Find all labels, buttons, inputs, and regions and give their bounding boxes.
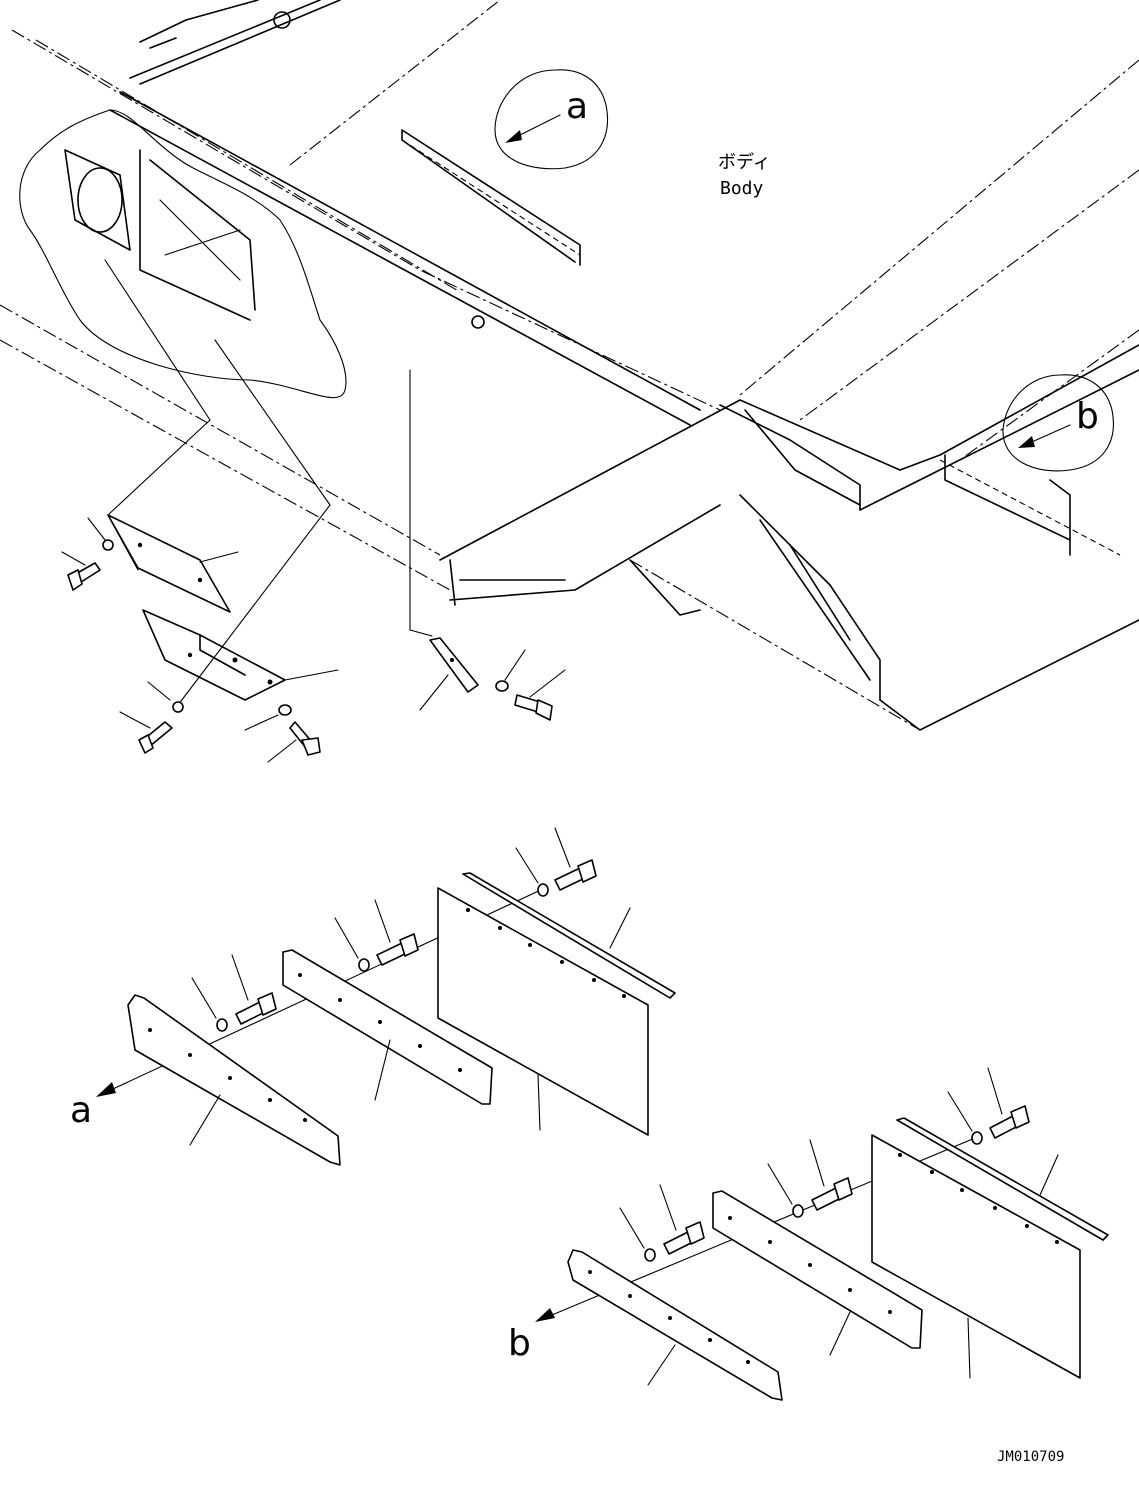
detail-b: b [508, 1067, 1109, 1401]
cover-plate-upper [107, 419, 239, 613]
callout-a-label: a [566, 86, 588, 127]
callout-b-label: b [1076, 396, 1099, 437]
drawing-id: JM010709 [997, 1449, 1064, 1465]
detail-a-label: a [70, 1090, 92, 1131]
body-label: ボディ Body [718, 152, 771, 199]
body-frame [0, 0, 1139, 731]
detail-a: a [70, 827, 676, 1166]
callout-a: a [494, 69, 608, 170]
body-label-jp: ボディ [718, 152, 771, 173]
callout-b: b [1002, 374, 1114, 472]
body-label-en: Body [720, 178, 764, 199]
detail-bubble-left [19, 109, 433, 637]
detail-b-label: b [508, 1323, 531, 1364]
bolt-washer-set-upper [61, 517, 566, 763]
cover-plate-lower [142, 504, 339, 706]
mount-bracket [419, 637, 479, 711]
